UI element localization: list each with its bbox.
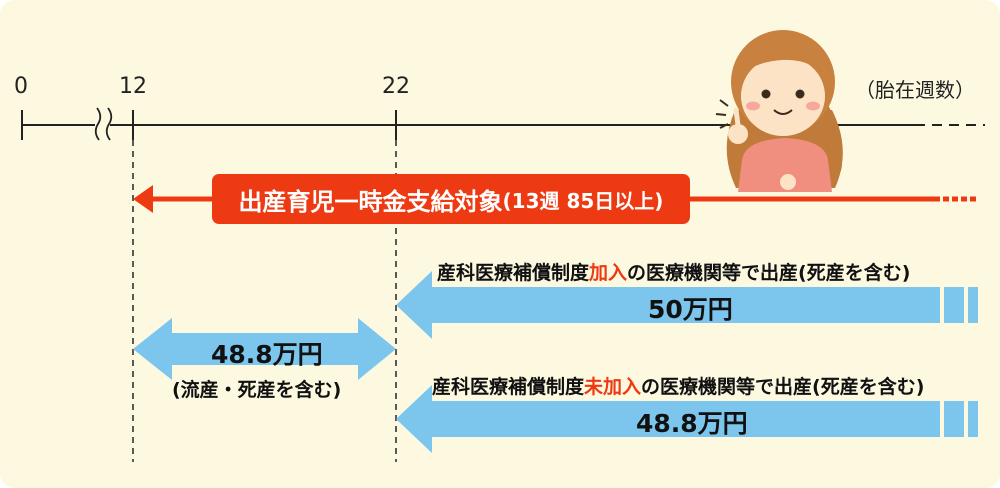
blue-arrow-not-joined-tail-a bbox=[944, 401, 964, 437]
joined-amount: 50万円 bbox=[648, 290, 733, 326]
blue-arrow-not-joined-tail-b bbox=[968, 401, 978, 437]
joined-caption-pre: 産科医療補償制度 bbox=[437, 262, 589, 284]
red-arrow-head bbox=[133, 185, 153, 213]
not-joined-caption-highlight: 未加入 bbox=[584, 376, 641, 398]
eligibility-label-note: (13週 85日以上) bbox=[503, 185, 664, 214]
early-amount: 48.8万円 bbox=[211, 335, 323, 371]
not-joined-caption-pre: 産科医療補償制度 bbox=[432, 376, 584, 398]
joined-caption: 産科医療補償制度加入の医療機関等で出産(死産を含む) bbox=[437, 258, 910, 285]
not-joined-caption: 産科医療補償制度未加入の医療機関等で出産(死産を含む) bbox=[432, 372, 924, 399]
not-joined-caption-post: の医療機関等で出産(死産を含む) bbox=[641, 376, 924, 398]
blue-arrow-joined-tail-b bbox=[968, 287, 978, 323]
axis-break-mark bbox=[96, 108, 112, 140]
blue-arrow-joined-tail-a bbox=[944, 287, 964, 323]
not-joined-amount: 48.8万円 bbox=[636, 404, 748, 440]
woman-illustration bbox=[716, 30, 843, 192]
joined-caption-highlight: 加入 bbox=[589, 262, 627, 284]
tick-label-22: 22 bbox=[382, 74, 410, 99]
axis-unit-label: （胎在週数） bbox=[855, 74, 975, 103]
eligibility-label-main: 出産育児一時金支給対象 bbox=[239, 182, 503, 217]
early-note: (流産・死産を含む) bbox=[172, 375, 341, 402]
eligibility-label: 出産育児一時金支給対象 (13週 85日以上) bbox=[212, 174, 690, 224]
tick-label-0: 0 bbox=[14, 74, 28, 99]
tick-label-12: 12 bbox=[119, 74, 147, 99]
joined-caption-post: の医療機関等で出産(死産を含む) bbox=[627, 262, 910, 284]
